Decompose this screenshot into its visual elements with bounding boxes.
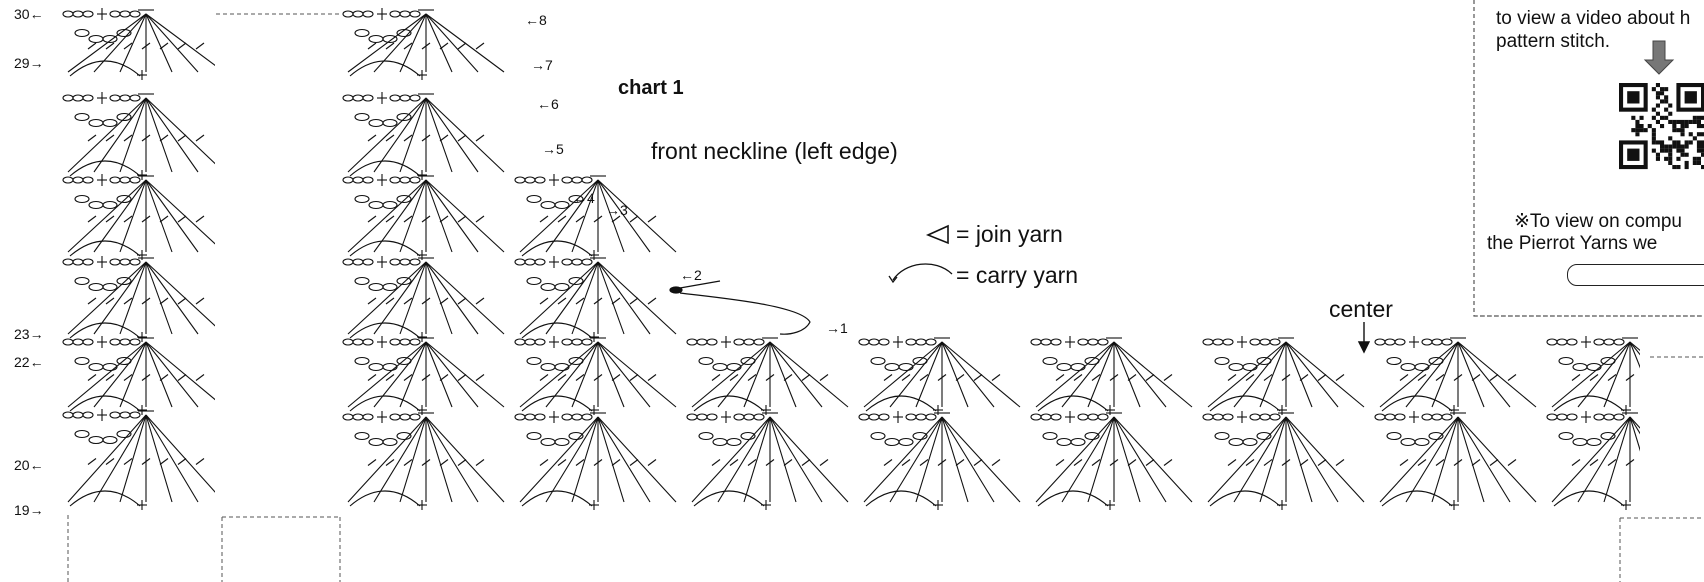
- video-link-button[interactable]: [1567, 264, 1704, 286]
- row-label-8: ←8: [525, 12, 547, 28]
- center-label: center: [1329, 296, 1393, 322]
- row-label-29: 29→: [14, 55, 44, 71]
- neckline-label: front neckline (left edge): [651, 138, 898, 164]
- row-label-5: →5: [542, 141, 564, 157]
- row-label-20: 20←: [14, 457, 44, 473]
- dashed-boundaries: [67, 0, 1704, 582]
- row-label-23: 23→: [14, 326, 44, 342]
- qr-panel-border: [1473, 0, 1704, 317]
- join-yarn-triangle-icon: [925, 224, 949, 245]
- qr-code-icon: [1619, 83, 1704, 170]
- row-label-6: ←6: [537, 96, 559, 112]
- legend-carry-yarn: = carry yarn: [956, 262, 1079, 288]
- stitch-panel-neckline-steps: [342, 8, 677, 342]
- down-arrow-icon: [1643, 40, 1675, 75]
- row-label-19: 19→: [14, 502, 44, 518]
- stitch-panel-main: [342, 336, 1640, 510]
- row-label-2: ←2: [680, 267, 702, 283]
- row-label-4: ←4: [573, 190, 595, 206]
- row-label-1: →1: [826, 320, 848, 336]
- qr-instruction-line2: pattern stitch.: [1496, 31, 1611, 52]
- row-label-7: →7: [531, 57, 553, 73]
- qr-note-line1: ※To view on compu: [1514, 211, 1682, 232]
- row-label-22: 22←: [14, 354, 44, 370]
- row-label-3: →3: [606, 202, 628, 218]
- carry-yarn-line: [669, 280, 811, 335]
- stitch-panel-left: [62, 8, 215, 510]
- legend-join-yarn: = join yarn: [956, 221, 1063, 247]
- chart-title: chart 1: [618, 77, 684, 99]
- center-arrow-icon: [1357, 322, 1371, 354]
- row-label-30: 30←: [14, 6, 44, 22]
- qr-note-line2: the Pierrot Yarns we: [1487, 233, 1658, 254]
- carry-yarn-curve-icon: [888, 263, 953, 284]
- qr-instruction-line1: to view a video about h: [1496, 8, 1691, 29]
